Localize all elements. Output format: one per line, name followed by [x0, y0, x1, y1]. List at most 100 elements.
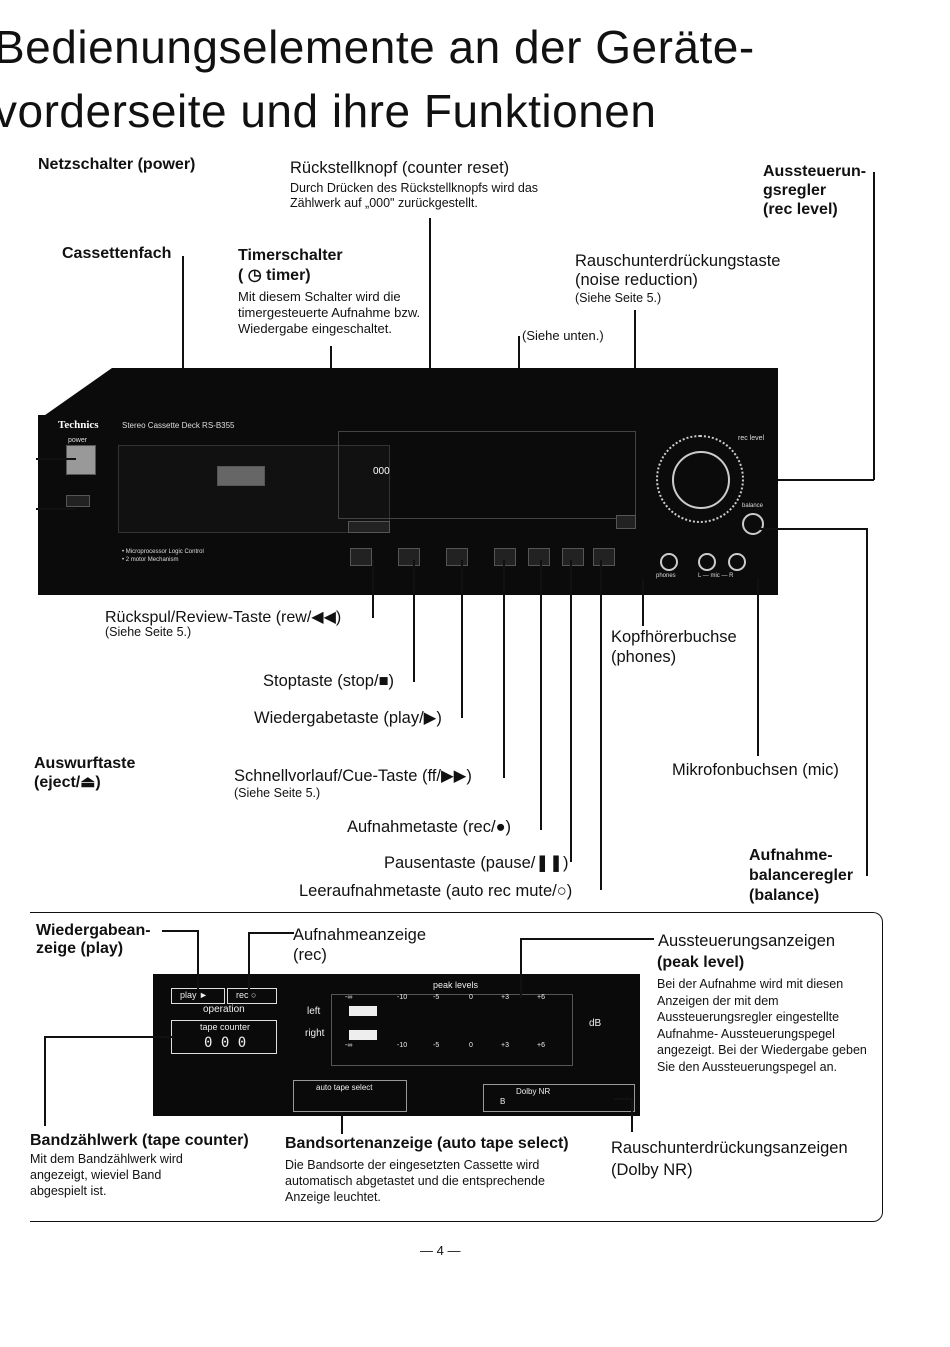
label-dolby-2: (Dolby NR) — [611, 1161, 693, 1179]
leader-play — [461, 560, 463, 718]
phones-text: phones — [656, 573, 676, 579]
label-auto-tape: Bandsortenanzeige (auto tape select) — [285, 1135, 569, 1152]
leader-power-device — [36, 458, 76, 460]
leader-play-ind-h — [162, 930, 198, 932]
stop-button[interactable] — [398, 548, 420, 566]
scale-bottom-3: -5 — [433, 1042, 440, 1049]
label-play-ind-1: Wiedergabean- — [36, 922, 151, 939]
cassette-deck: Technics Stereo Cassette Deck RS-B355 po… — [38, 415, 778, 595]
db-text: dB — [589, 1018, 602, 1029]
label-noise-see: (Siehe Seite 5.) — [575, 291, 662, 305]
device-top — [38, 368, 778, 420]
peak-levels-text: peak levels — [433, 980, 479, 990]
scale-bottom-2: -10 — [397, 1042, 408, 1049]
label-mic: Mikrofonbuchsen (mic) — [672, 761, 839, 779]
label-dolby-1: Rauschunterdrückungsanzeigen — [611, 1139, 848, 1157]
auto-tape-select-text: auto tape select — [316, 1083, 373, 1092]
play-indicator-text: play ► — [180, 990, 208, 1000]
label-play-ind-2: zeige (play) — [36, 940, 124, 957]
leader-balance — [866, 528, 868, 876]
pause-button[interactable] — [562, 548, 584, 566]
rec-level-knob-inner — [672, 451, 730, 509]
operation-text: operation — [203, 1004, 245, 1015]
auto-tape-select-display: auto tape select — [293, 1080, 407, 1112]
counter-reset-button[interactable] — [348, 521, 390, 533]
leader-rec-level — [873, 172, 875, 480]
leader-auto-tape — [341, 1112, 343, 1134]
scale-top-3: -5 — [433, 994, 440, 1001]
device-display: 000 — [338, 431, 636, 519]
label-power: Netzschalter (power) — [38, 156, 196, 173]
cassette-window — [217, 466, 265, 486]
mic-jack-left[interactable] — [698, 553, 716, 571]
label-noise-1: Rauschunterdrückungstaste — [575, 252, 781, 270]
brand-logo: Technics — [58, 419, 99, 431]
desc-tape-counter: Mit dem Bandzählwerk wird angezeigt, wie… — [30, 1152, 183, 1198]
leader-balance-h — [760, 528, 866, 530]
label-rew-see: (Siehe Seite 5.) — [105, 625, 192, 639]
tape-counter-display: tape counter 0 0 0 — [171, 1020, 277, 1054]
scale-bottom-6: +6 — [537, 1042, 545, 1049]
desc-timer: Mit diesem Schalter wird die timergesteu… — [238, 289, 421, 336]
label-rec-ind-2: (rec) — [293, 946, 327, 964]
rec-button[interactable] — [528, 548, 550, 566]
leader-rew — [372, 560, 374, 618]
label-rec-ind-1: Aufnahmeanzeige — [293, 926, 427, 944]
right-channel-text: right — [305, 1028, 325, 1039]
rew-button[interactable] — [350, 548, 372, 566]
rec-level-text: rec level — [738, 435, 765, 442]
leader-counter-h — [44, 1036, 174, 1038]
power-button[interactable] — [66, 445, 96, 475]
label-play: Wiedergabetaste (play/▶) — [254, 709, 442, 727]
left-channel-text: left — [307, 1006, 321, 1017]
noise-reduction-button[interactable] — [616, 515, 636, 529]
eject-button[interactable] — [66, 495, 90, 507]
mic-jack-right[interactable] — [728, 553, 746, 571]
label-timer-2: ( ◷ timer) — [238, 267, 311, 284]
label-rec-level-1: Aussteuerun- — [763, 163, 867, 180]
label-rec-level-2: gsregler — [763, 182, 827, 199]
leader-eject-device — [36, 508, 76, 510]
scale-top-5: +3 — [501, 994, 509, 1001]
label-timer-1: Timerschalter — [238, 247, 343, 264]
phones-jack[interactable] — [660, 553, 678, 571]
tape-counter-value: 0 0 0 — [204, 1035, 247, 1051]
leader-counter — [44, 1036, 46, 1126]
label-tape-counter: Bandzählwerk (tape counter) — [30, 1132, 249, 1149]
label-eject-2: (eject/⏏) — [34, 774, 101, 791]
label-eject-1: Auswurftaste — [34, 755, 136, 772]
balance-knob[interactable] — [742, 513, 764, 535]
auto-rec-mute-button[interactable] — [593, 548, 615, 566]
dolby-nr-text: Dolby NR — [516, 1087, 551, 1096]
rec-level-knob[interactable] — [656, 435, 744, 523]
leader-dolby-h — [614, 1098, 632, 1100]
page-title-line1: Bedienungselemente an der Geräte- — [0, 21, 755, 73]
scale-top-4: 0 — [469, 994, 473, 1001]
desc-peak: Bei der Aufnahme wird mit diesen Anzeige… — [657, 977, 867, 1074]
model-label: Stereo Cassette Deck RS-B355 — [122, 421, 235, 430]
leader-play-ind — [197, 930, 199, 990]
scale-bottom-5: +3 — [501, 1042, 509, 1049]
leader-stop — [413, 560, 415, 682]
play-indicator: play ► — [171, 988, 225, 1004]
ff-button[interactable] — [494, 548, 516, 566]
peak-meter-frame — [331, 994, 573, 1066]
leader-rec-level-h — [710, 479, 874, 481]
label-rec: Aufnahmetaste (rec/●) — [347, 818, 512, 836]
rec-indicator-text: rec ○ — [236, 990, 257, 1000]
label-cassette: Cassettenfach — [62, 245, 172, 262]
dolby-b-text: B — [500, 1097, 506, 1106]
label-ff: Schnellvorlauf/Cue-Taste (ff/▶▶) — [234, 767, 472, 785]
page-title-line2: vorderseite und ihre Funktionen — [0, 85, 657, 137]
dolby-nr-display: Dolby NR B — [483, 1084, 635, 1112]
label-ff-see: (Siehe Seite 5.) — [234, 786, 321, 800]
features-2: • 2 motor Mechanism — [122, 557, 179, 563]
label-peak-1: Aussteuerungsanzeigen — [658, 932, 836, 950]
leader-phones — [642, 578, 644, 626]
leader-peak — [520, 938, 522, 998]
play-button[interactable] — [446, 548, 468, 566]
rec-indicator: rec ○ — [227, 988, 277, 1004]
leader-rec-ind-h — [248, 932, 294, 934]
leader-rec — [540, 560, 542, 830]
scale-top-1: -∞ — [345, 994, 353, 1001]
